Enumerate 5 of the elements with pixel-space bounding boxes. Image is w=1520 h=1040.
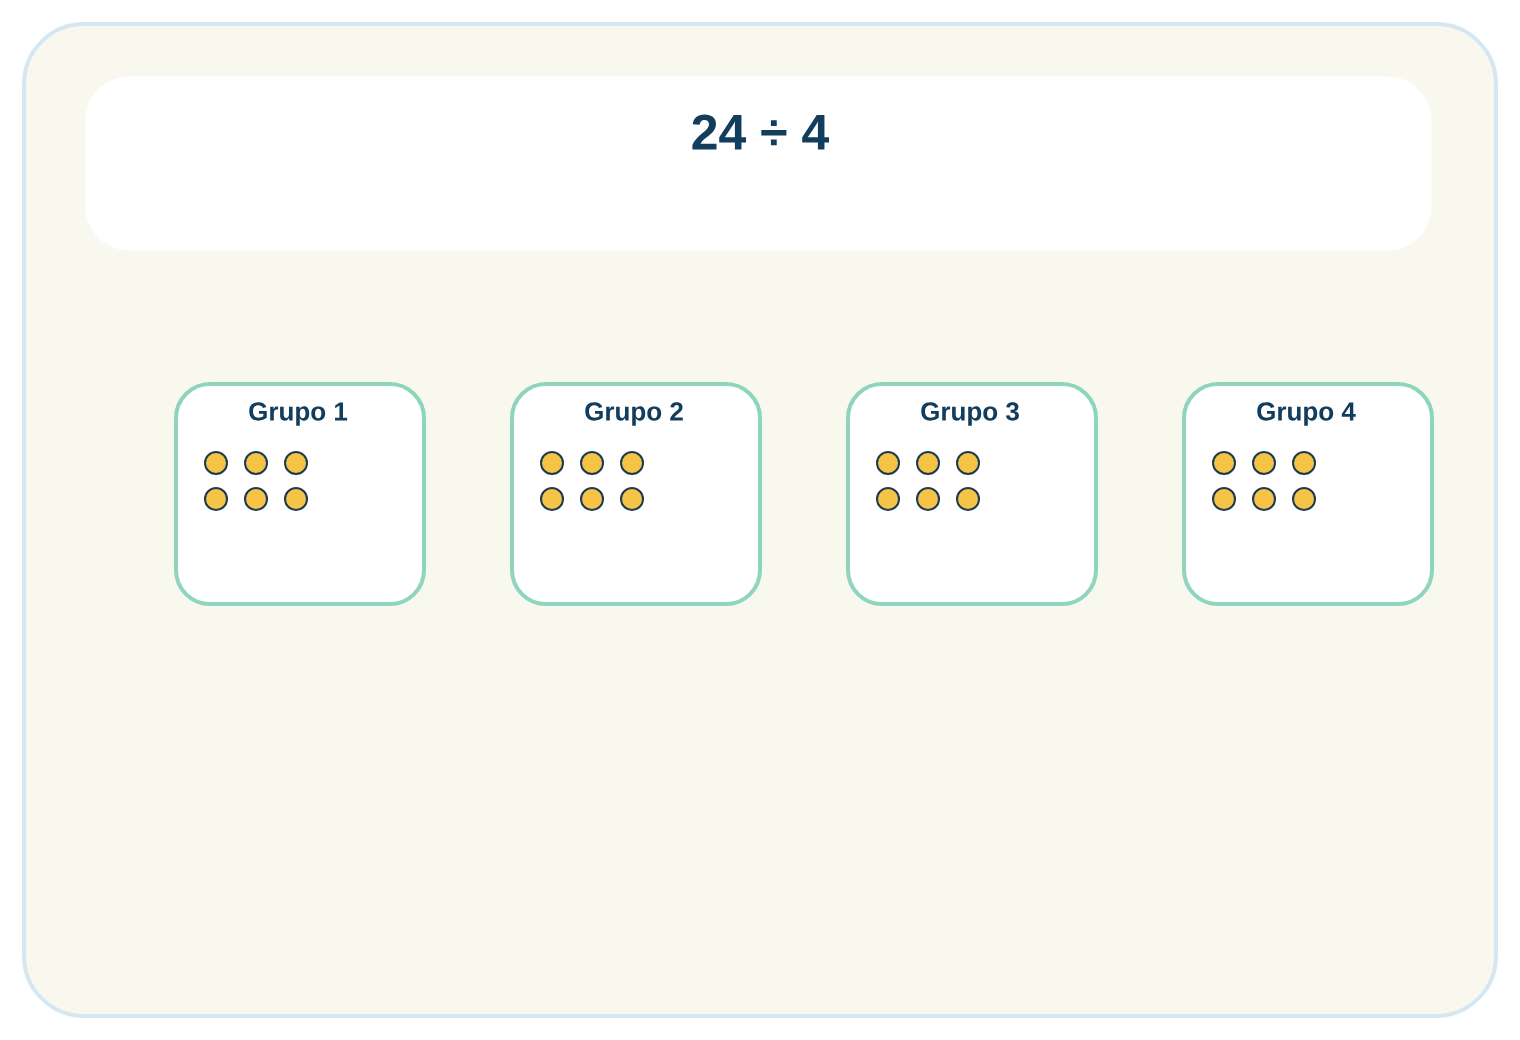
group-box: Grupo 4 (1182, 382, 1434, 606)
group-box: Grupo 1 (174, 382, 426, 606)
group-box: Grupo 3 (846, 382, 1098, 606)
group-box: Grupo 2 (510, 382, 762, 606)
title-panel: 24 ÷ 4 (85, 76, 1432, 251)
